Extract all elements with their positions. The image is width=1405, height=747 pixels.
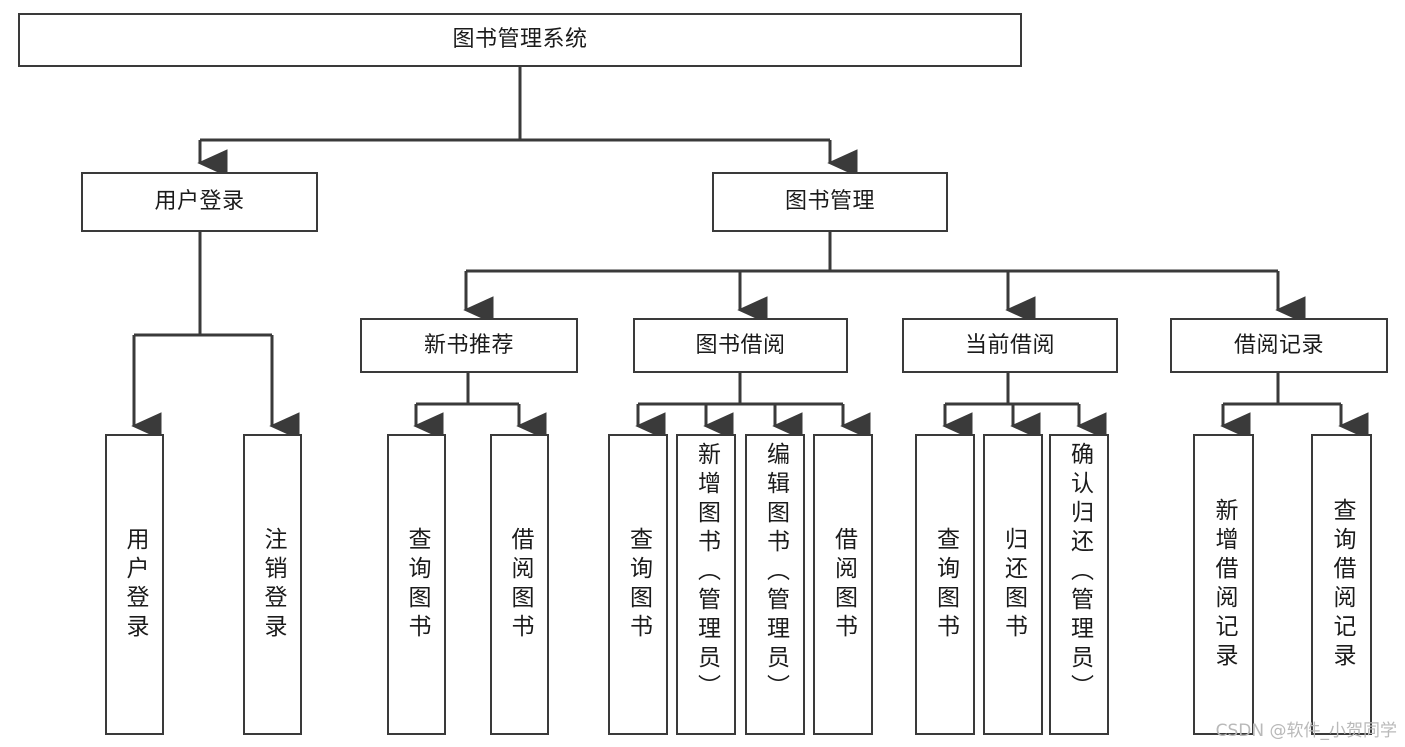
node-leaf-return-book[interactable]: 归还图书 xyxy=(983,434,1043,735)
node-leaf-confirm-return[interactable]: 确认归还（管理员） xyxy=(1049,434,1109,735)
node-leaf-edit-book-label: 编辑图书（管理员） xyxy=(762,442,789,703)
node-root-label: 图书管理系统 xyxy=(452,27,588,53)
node-current-borrow-label: 当前借阅 xyxy=(964,332,1055,358)
node-leaf-user-login[interactable]: 用户登录 xyxy=(105,434,164,735)
node-leaf-borrow-book[interactable]: 借阅图书 xyxy=(813,434,873,735)
node-leaf-edit-book[interactable]: 编辑图书（管理员） xyxy=(745,434,805,735)
node-book-borrow[interactable]: 图书借阅 xyxy=(633,318,848,373)
node-leaf-add-book-label: 新增图书（管理员） xyxy=(693,442,720,703)
node-leaf-query-book-current[interactable]: 查询图书 xyxy=(915,434,975,735)
node-book-borrow-label: 图书借阅 xyxy=(695,332,786,358)
node-user-login-label: 用户登录 xyxy=(154,189,245,215)
node-leaf-logout[interactable]: 注销登录 xyxy=(243,434,302,735)
node-leaf-add-book[interactable]: 新增图书（管理员） xyxy=(676,434,736,735)
node-leaf-query-book-borrow[interactable]: 查询图书 xyxy=(608,434,668,735)
node-current-borrow[interactable]: 当前借阅 xyxy=(902,318,1118,373)
node-root[interactable]: 图书管理系统 xyxy=(18,13,1022,67)
node-book-manage[interactable]: 图书管理 xyxy=(712,172,948,232)
node-leaf-return-book-label: 归还图书 xyxy=(1000,526,1027,643)
node-leaf-query-book-recommend-label: 查询图书 xyxy=(404,526,430,643)
node-leaf-borrow-book-label: 借阅图书 xyxy=(830,526,857,643)
node-leaf-logout-label: 注销登录 xyxy=(260,526,286,643)
node-new-book-recommend-label: 新书推荐 xyxy=(423,332,514,358)
node-borrow-record[interactable]: 借阅记录 xyxy=(1170,318,1388,373)
node-leaf-query-borrow-record[interactable]: 查询借阅记录 xyxy=(1311,434,1372,735)
node-leaf-query-book-recommend[interactable]: 查询图书 xyxy=(387,434,446,735)
node-leaf-query-book-current-label: 查询图书 xyxy=(932,526,959,643)
node-leaf-query-borrow-record-label: 查询借阅记录 xyxy=(1329,497,1355,672)
node-leaf-borrow-book-recommend-label: 借阅图书 xyxy=(507,526,533,643)
node-leaf-add-borrow-record[interactable]: 新增借阅记录 xyxy=(1193,434,1254,735)
node-leaf-confirm-return-label: 确认归还（管理员） xyxy=(1066,442,1093,703)
node-user-login[interactable]: 用户登录 xyxy=(81,172,318,232)
node-leaf-borrow-book-recommend[interactable]: 借阅图书 xyxy=(490,434,549,735)
node-book-manage-label: 图书管理 xyxy=(784,189,875,215)
node-leaf-query-book-borrow-label: 查询图书 xyxy=(625,526,652,643)
node-new-book-recommend[interactable]: 新书推荐 xyxy=(360,318,578,373)
node-borrow-record-label: 借阅记录 xyxy=(1233,332,1324,358)
node-leaf-user-login-label: 用户登录 xyxy=(122,526,148,643)
node-leaf-add-borrow-record-label: 新增借阅记录 xyxy=(1211,497,1237,672)
